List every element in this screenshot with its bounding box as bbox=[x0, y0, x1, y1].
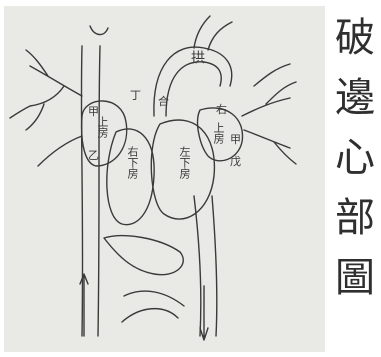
label-right-lower-chamber: 右下房 bbox=[126, 146, 138, 179]
title-char-1: 破 bbox=[332, 8, 378, 68]
title-char-3: 心 bbox=[332, 128, 378, 188]
branches-left bbox=[10, 50, 82, 166]
arrow-left bbox=[80, 274, 88, 336]
label-vessel-a: 甲 bbox=[88, 106, 99, 118]
label-left-upper-mark: 合 bbox=[158, 96, 169, 108]
label-left-lower-chamber: 左下房 bbox=[178, 146, 190, 179]
title-char-4: 部 bbox=[332, 188, 378, 248]
label-vessel-b: 乙 bbox=[88, 150, 99, 162]
illustration-plate: 拱 丁 上房 合 上房 右 右下房 左下房 甲 乙 甲 戊 bbox=[4, 6, 325, 352]
title-char-5: 圖 bbox=[332, 248, 378, 308]
label-left-upper-chamber: 上房 bbox=[96, 116, 108, 138]
figure-title: 破 邊 心 部 圖 bbox=[332, 8, 378, 308]
branches-right bbox=[242, 64, 296, 164]
aorta-branch-2 bbox=[208, 22, 232, 50]
aorta-branch-1 bbox=[194, 16, 210, 48]
label-right-upper-chamber: 上房 bbox=[212, 122, 224, 144]
vessel-right-inner bbox=[212, 196, 217, 336]
lower-vessel-branch bbox=[122, 291, 184, 322]
label-aorta: 拱 bbox=[190, 50, 204, 64]
lower-vessel-mesh bbox=[104, 236, 183, 275]
label-vein-top: 丁 bbox=[130, 90, 141, 102]
title-char-2: 邊 bbox=[332, 68, 378, 128]
vessel-left-inner bbox=[98, 46, 100, 336]
label-vessel-c: 甲 bbox=[230, 134, 241, 146]
label-vessel-d: 戊 bbox=[230, 156, 241, 168]
vessel-right-outer bbox=[194, 196, 201, 336]
vessel-left-outer bbox=[81, 46, 82, 336]
label-right-upper-mark: 右 bbox=[216, 104, 227, 116]
vessel-top-loop bbox=[90, 26, 108, 35]
heart-diagram bbox=[4, 6, 325, 352]
